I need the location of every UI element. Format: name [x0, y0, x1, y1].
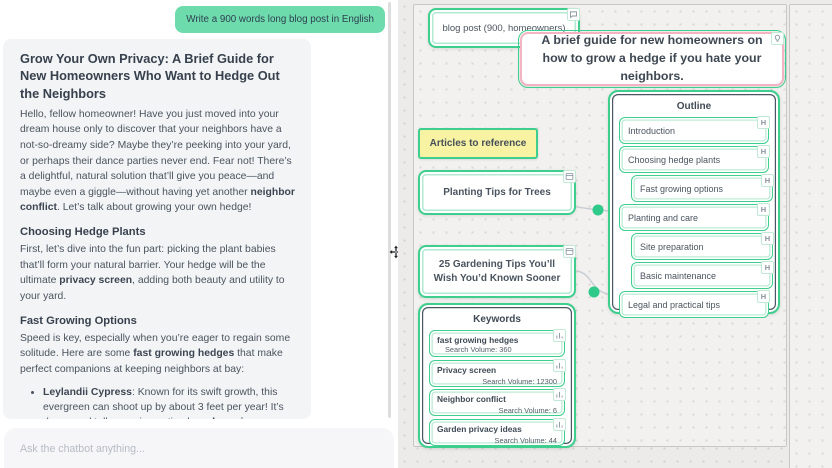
chat-input-placeholder: Ask the chatbot anything...	[20, 443, 145, 455]
node-idea-label: A brief guide for new homeowners on how …	[541, 33, 763, 83]
bold-keyword: Leylandii Cypress	[43, 387, 132, 399]
keyword-search-volume: Search Volume: 44	[494, 435, 557, 445]
list-item: Leylandii Cypress: Known for its swift g…	[43, 385, 296, 419]
body-text: First, let’s dive into the fun part: pic…	[20, 244, 276, 287]
paragraph: Hello, fellow homeowner! Have you just m…	[20, 107, 296, 216]
user-message-bubble: Write a 900 words long blog post in Engl…	[175, 6, 385, 33]
heading-icon: H	[757, 203, 770, 216]
bar-chart-icon	[553, 329, 566, 342]
heading-icon: H	[757, 290, 770, 303]
body-text: that make perfect companions at keeping …	[20, 348, 283, 375]
body-text: , adding both beauty and utility to your…	[20, 275, 285, 302]
keyword-search-volume: Search Volume: 360	[445, 345, 512, 354]
body-text: : Known for its swift growth, this everg…	[43, 387, 284, 419]
assistant-message-bubble: Grow Your Own Privacy: A Brief Guide for…	[3, 39, 311, 419]
bold-keyword: neighbor conflict	[20, 186, 295, 214]
body-text: Speed is key, especially when you’re eag…	[20, 332, 291, 360]
heading-icon: H	[761, 174, 774, 187]
bold-keyword: garden privacy ideas	[43, 417, 267, 419]
heading-icon: H	[757, 116, 770, 129]
chat-input[interactable]: Ask the chatbot anything...	[4, 428, 394, 468]
heading-icon: H	[761, 261, 774, 274]
heading-icon: H	[761, 232, 774, 245]
heading-icon: H	[757, 145, 770, 158]
section-heading: Fast Growing Options	[20, 314, 137, 327]
chat-icon	[567, 8, 580, 21]
outline-item[interactable]: Choosing hedge plants H	[619, 145, 770, 173]
bold-keyword: privacy screen	[59, 275, 133, 287]
node-blog-post-label: blog post (900, homeowners)	[442, 22, 566, 34]
outline-group-title: Outline	[676, 101, 712, 112]
outline-item[interactable]: Legal and practical tips H	[619, 290, 770, 318]
keyword-label: Neighbor conflict	[437, 394, 506, 404]
canvas-frame-right	[789, 4, 832, 468]
body-text: Hello, fellow homeowner! Have you just m…	[20, 108, 292, 198]
keyword-search-volume: Search Volume: 12300	[482, 376, 557, 386]
chat-panel: Write a 900 words long blog post in Engl…	[0, 0, 403, 468]
bar-chart-icon	[553, 388, 566, 401]
blog-post-body: Hello, fellow homeowner! Have you just m…	[20, 107, 296, 419]
outline-item[interactable]: Fast growing options H	[631, 174, 774, 202]
node-article-gardening-tips-label: 25 Gardening Tips You’ll Wish You’d Know…	[433, 258, 561, 284]
bar-chart-icon	[553, 417, 566, 431]
outline-item[interactable]: Introduction H	[619, 116, 770, 144]
node-articles-to-reference[interactable]: Articles to reference	[418, 128, 538, 159]
node-article-planting-tips-label: Planting Tips for Trees	[443, 187, 551, 198]
chat-scrollbar[interactable]	[388, 2, 391, 418]
body-text: . Let’s talk about growing your own hedg…	[56, 202, 252, 214]
node-article-planting-tips[interactable]: Planting Tips for Trees	[418, 170, 576, 215]
paragraph: Speed is key, especially when you’re eag…	[20, 331, 296, 378]
node-article-gardening-tips[interactable]: 25 Gardening Tips You’ll Wish You’d Know…	[418, 245, 576, 298]
outline-item-label: Basic maintenance	[640, 271, 717, 282]
outline-item[interactable]: Site preparation H	[631, 232, 774, 260]
keyword-label: Garden privacy ideas	[437, 423, 522, 434]
keyword-search-volume: Search Volume: 6	[498, 406, 557, 415]
outline-item-label: Planting and care	[628, 213, 699, 224]
outline-item-label: Fast growing options	[640, 184, 724, 195]
node-idea[interactable]: A brief guide for new homeowners on how …	[518, 30, 786, 88]
keyword-label: Privacy screen	[437, 364, 497, 375]
section-heading: Choosing Hedge Plants	[20, 226, 146, 239]
bar-chart-icon	[553, 358, 566, 372]
article-icon	[563, 170, 576, 183]
canvas[interactable]: blog post (900, homeowners) A brief guid…	[398, 0, 832, 468]
keywords-group-title: Keywords	[473, 314, 521, 325]
bullet-list: Leylandii Cypress: Known for its swift g…	[20, 385, 296, 419]
outline-item-label: Introduction	[628, 126, 676, 137]
node-articles-to-reference-label: Articles to reference	[429, 138, 527, 149]
outline-item-label: Site preparation	[640, 242, 704, 253]
paragraph: First, let’s dive into the fun part: pic…	[20, 242, 296, 304]
keyword-label: fast growing hedges	[437, 335, 519, 345]
article-icon	[563, 245, 576, 258]
outline-item-label: Choosing hedge plants	[628, 155, 721, 166]
blog-post-title: Grow Your Own Privacy: A Brief Guide for…	[20, 51, 280, 101]
outline-item[interactable]: Planting and care H	[619, 203, 770, 231]
bold-keyword: fast growing hedges	[133, 348, 235, 360]
outline-item-label: Legal and practical tips	[628, 300, 721, 311]
outline-item[interactable]: Basic maintenance H	[631, 261, 774, 289]
lightbulb-icon	[771, 32, 784, 45]
